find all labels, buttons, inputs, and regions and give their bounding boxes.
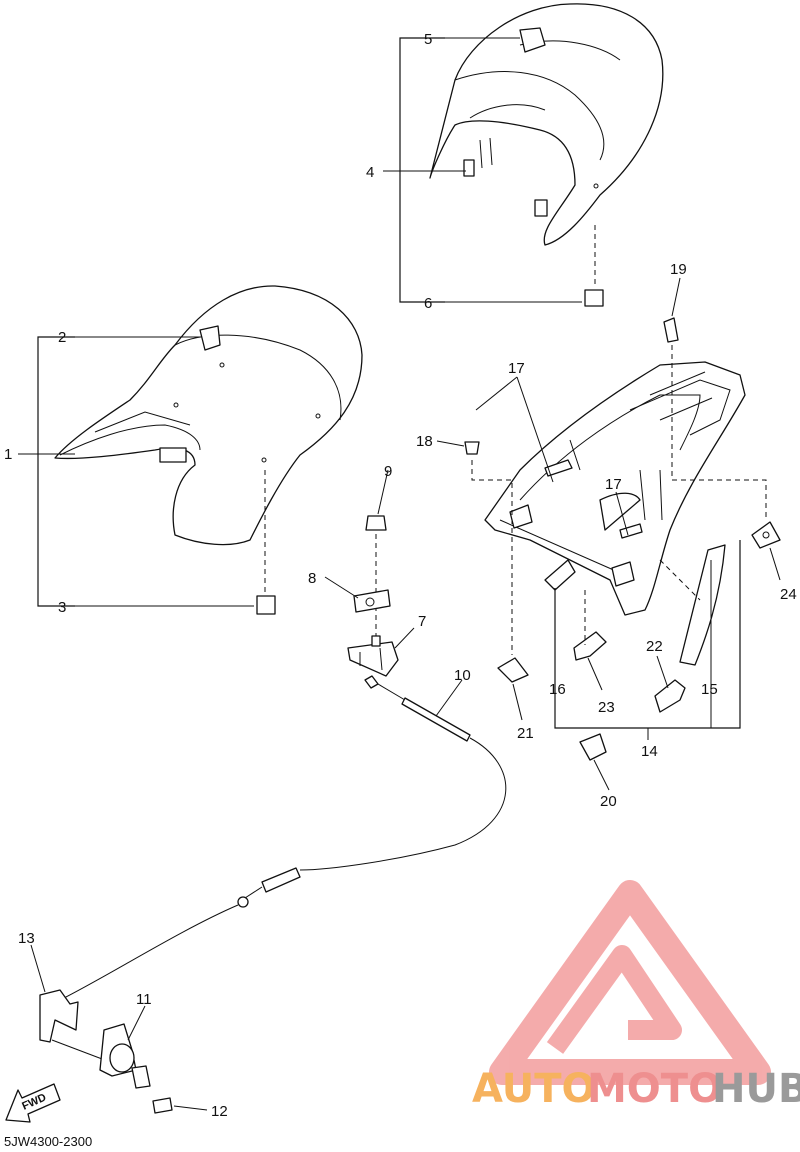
watermark-hub: HUB	[712, 1066, 800, 1112]
callout-17a: 17	[508, 360, 525, 377]
callout-18: 18	[416, 433, 433, 450]
callout-5: 5	[424, 31, 432, 48]
callout-11: 11	[136, 991, 152, 1008]
callout-22: 22	[646, 638, 663, 655]
part-6-bumper	[584, 289, 604, 307]
rear-carrier	[464, 317, 781, 761]
seat-lock-cable	[59, 675, 507, 1001]
rear-seat	[429, 3, 664, 246]
bracket-main-seat-group	[37, 336, 75, 607]
callout-24: 24	[780, 586, 797, 603]
callout-13: 13	[18, 930, 35, 947]
carrier-dashed-axis-left	[471, 460, 513, 655]
seat-lock-body	[39, 989, 173, 1114]
carrier-dashed-axis-right	[671, 345, 767, 518]
callout-20: 20	[600, 793, 617, 810]
seat-lock-assembly	[347, 515, 399, 677]
callout-8: 8	[308, 570, 316, 587]
callout-17b: 17	[605, 476, 622, 493]
watermark-auto: AUTO	[472, 1066, 596, 1112]
callout-labels: 1 2 3 4 5 6 7 8 9 10 11 12 13 14 15 16 1…	[4, 31, 797, 1120]
bracket-rear-seat-group	[399, 37, 445, 303]
fwd-arrow-icon: FWD	[5, 1083, 61, 1123]
callout-6: 6	[424, 295, 432, 312]
callout-12: 12	[211, 1103, 228, 1120]
callout-4: 4	[366, 164, 374, 181]
part-3-bumper	[256, 595, 276, 615]
callout-3: 3	[58, 599, 66, 616]
callout-1: 1	[4, 446, 12, 463]
callout-16: 16	[549, 681, 566, 698]
carrier-dashed-axis-diag	[659, 559, 701, 601]
automotohub-logo	[489, 880, 771, 1085]
callout-7: 7	[418, 613, 426, 630]
callout-19: 19	[670, 261, 687, 278]
callout-23: 23	[598, 699, 615, 716]
callout-9: 9	[384, 463, 392, 480]
watermark-moto: MOTO	[587, 1066, 722, 1112]
callout-21: 21	[517, 725, 534, 742]
callout-2: 2	[58, 329, 66, 346]
callout-14: 14	[641, 743, 658, 760]
callout-10: 10	[454, 667, 471, 684]
diagram-code: 5JW4300-2300	[4, 1134, 92, 1149]
main-seat	[54, 285, 363, 546]
callout-15: 15	[701, 681, 718, 698]
